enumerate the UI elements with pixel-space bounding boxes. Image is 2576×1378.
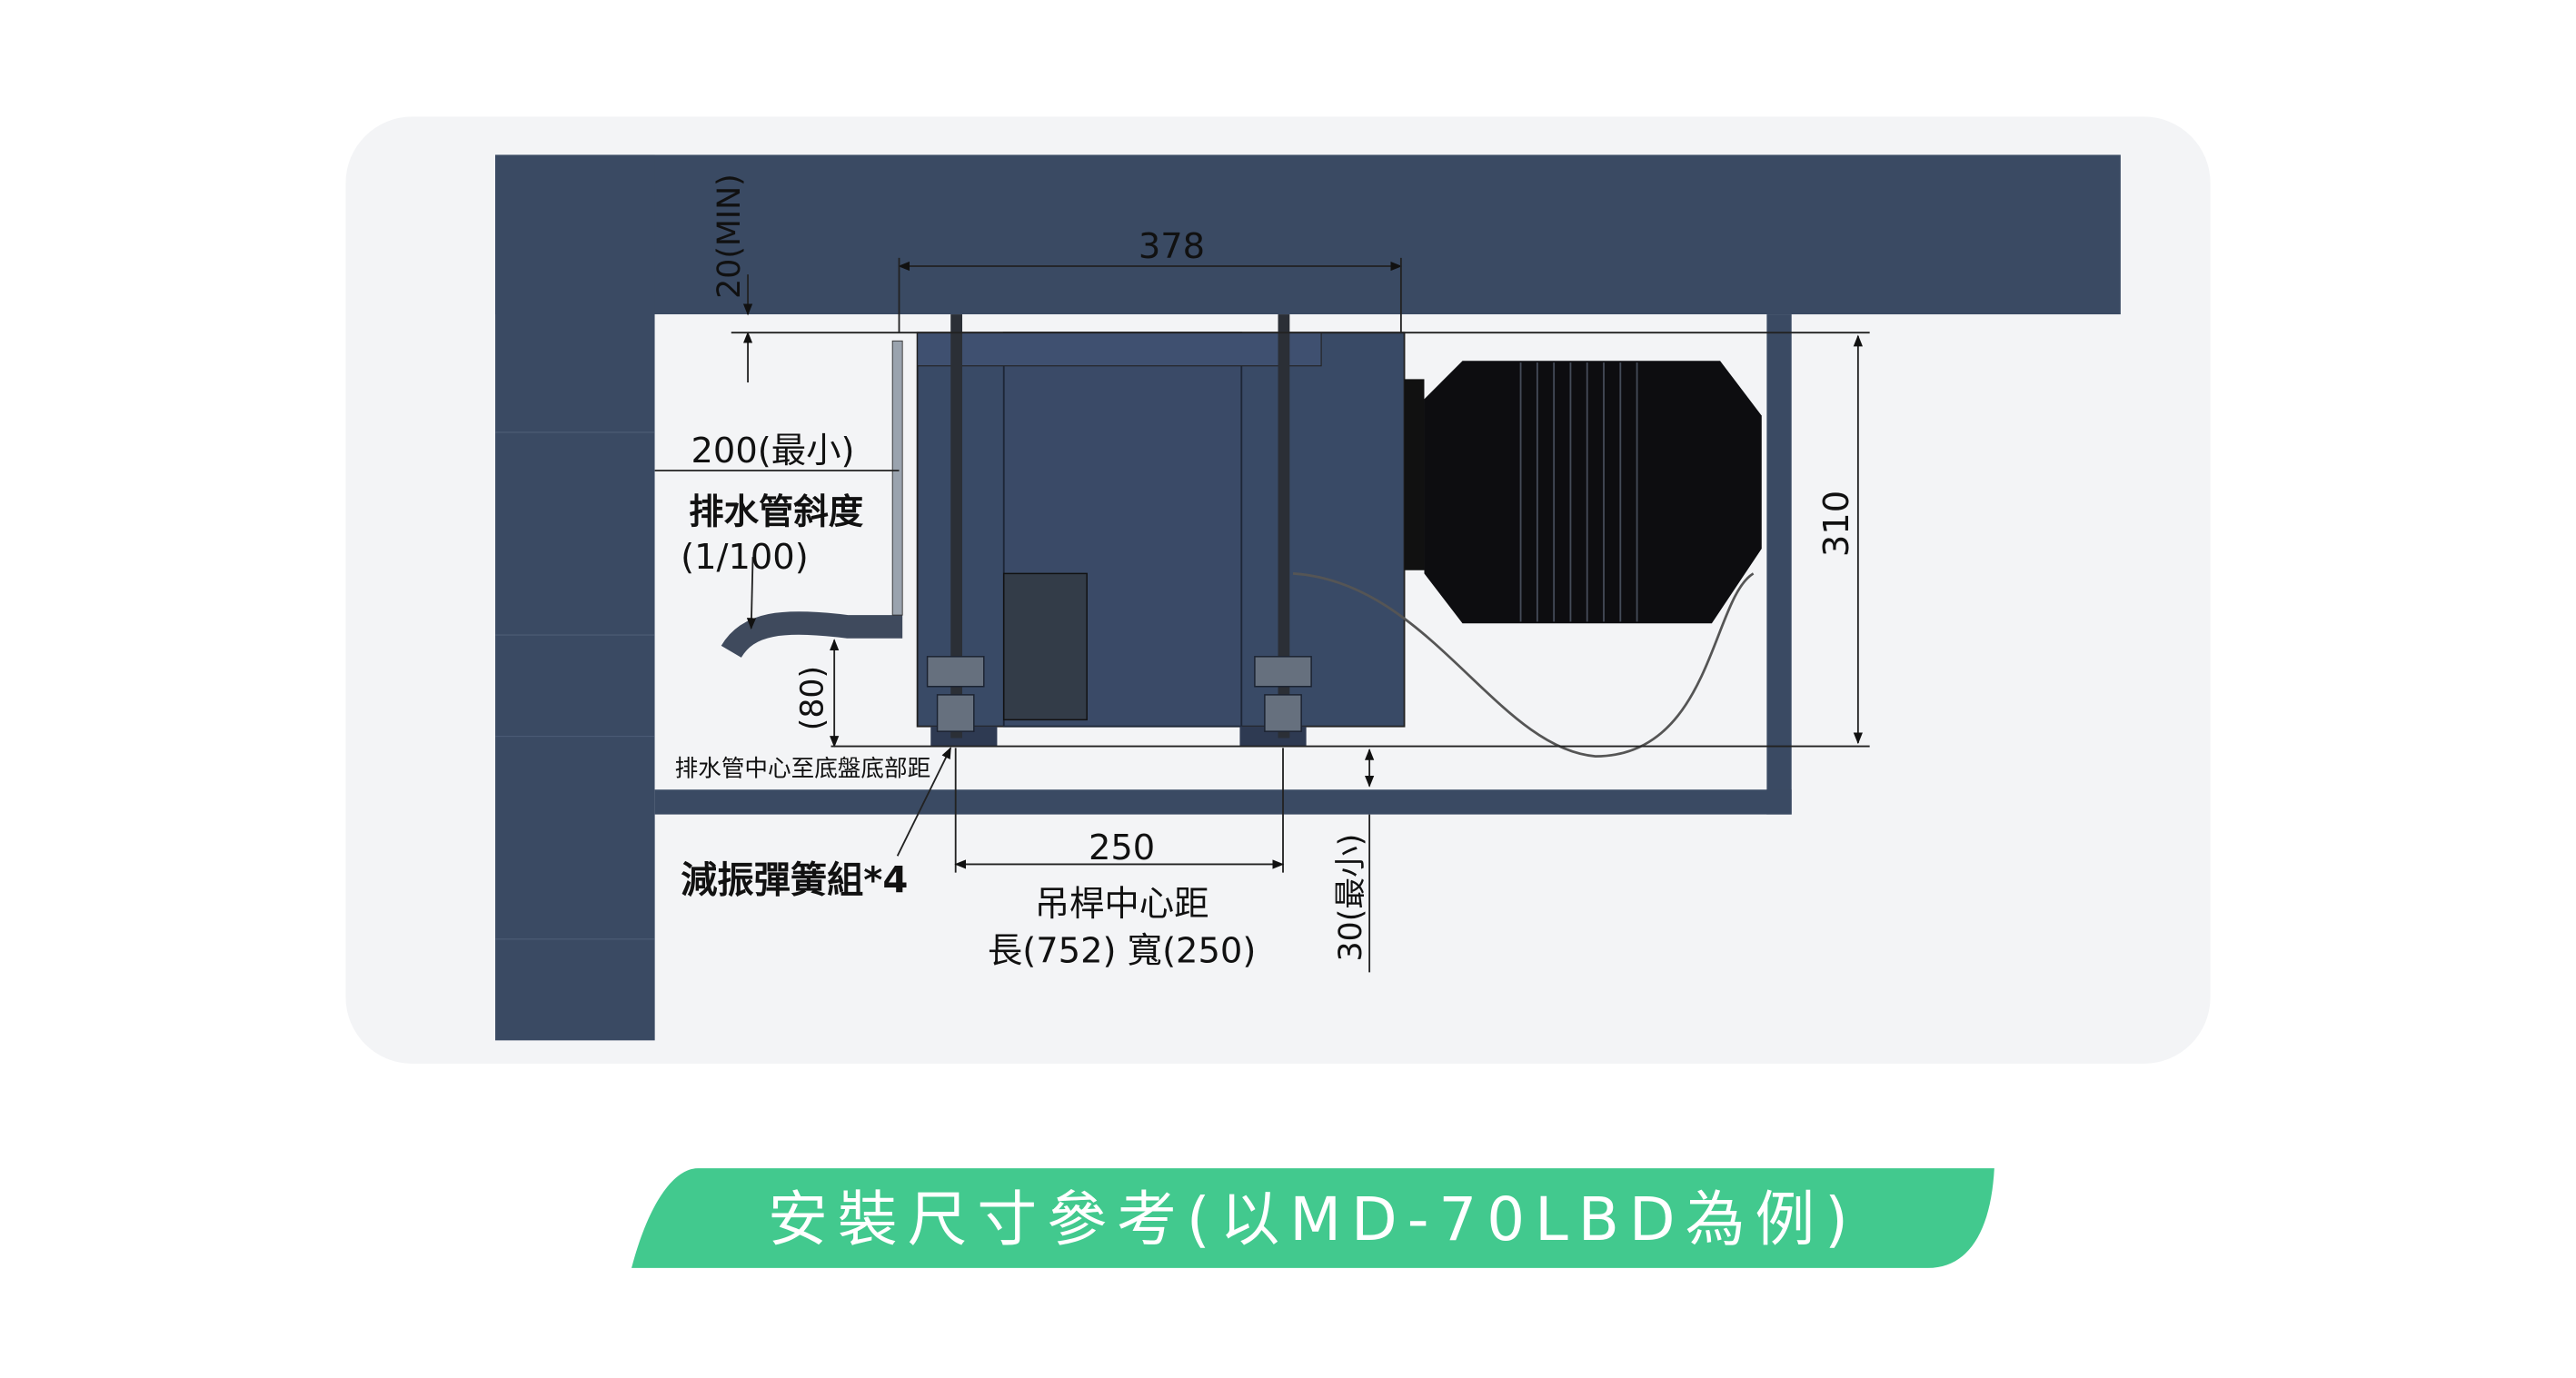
banner-title: 安裝尺寸參考(以MD-70LBD為例)	[768, 1185, 1858, 1254]
rod-spacing-values: 長(752) 寬(250)	[988, 930, 1256, 971]
title-banner	[632, 1168, 1994, 1268]
dim-drain-height: (80)	[794, 666, 830, 730]
spring-label: 減振彈簧組*4	[681, 860, 908, 902]
dehumidifier-unit	[721, 314, 1762, 758]
dim-side-clearance: 200(最小)	[691, 431, 854, 471]
dim-bottom-clearance: 30(最小)	[1333, 834, 1369, 962]
spring-isolator	[926, 656, 1312, 732]
dim-rod-spacing: 250	[1089, 828, 1155, 868]
power-cable	[1292, 572, 1755, 758]
drain-height-note: 排水管中心至底盤底部距	[675, 756, 931, 783]
drain-slope-label: 排水管斜度	[689, 492, 864, 533]
fan-motor	[1404, 361, 1762, 624]
ceiling-slab	[495, 154, 2121, 315]
dim-unit-height: 310	[1816, 491, 1857, 557]
plenum-right-wall	[1766, 314, 1792, 815]
building-structure	[495, 154, 2121, 1041]
hanging-rod	[950, 314, 963, 739]
plenum-bottom	[654, 789, 1792, 815]
control-box	[1003, 572, 1088, 721]
drain-slope-value: (1/100)	[681, 537, 809, 578]
rod-spacing-label: 吊桿中心距	[1035, 884, 1209, 925]
hanging-rod	[1278, 314, 1290, 739]
left-wall	[495, 154, 655, 1041]
dim-top-clearance: 20(MIN)	[711, 173, 748, 299]
drain-hose	[721, 611, 903, 659]
dimension-lines	[654, 257, 1870, 973]
dim-unit-width: 378	[1139, 226, 1205, 267]
